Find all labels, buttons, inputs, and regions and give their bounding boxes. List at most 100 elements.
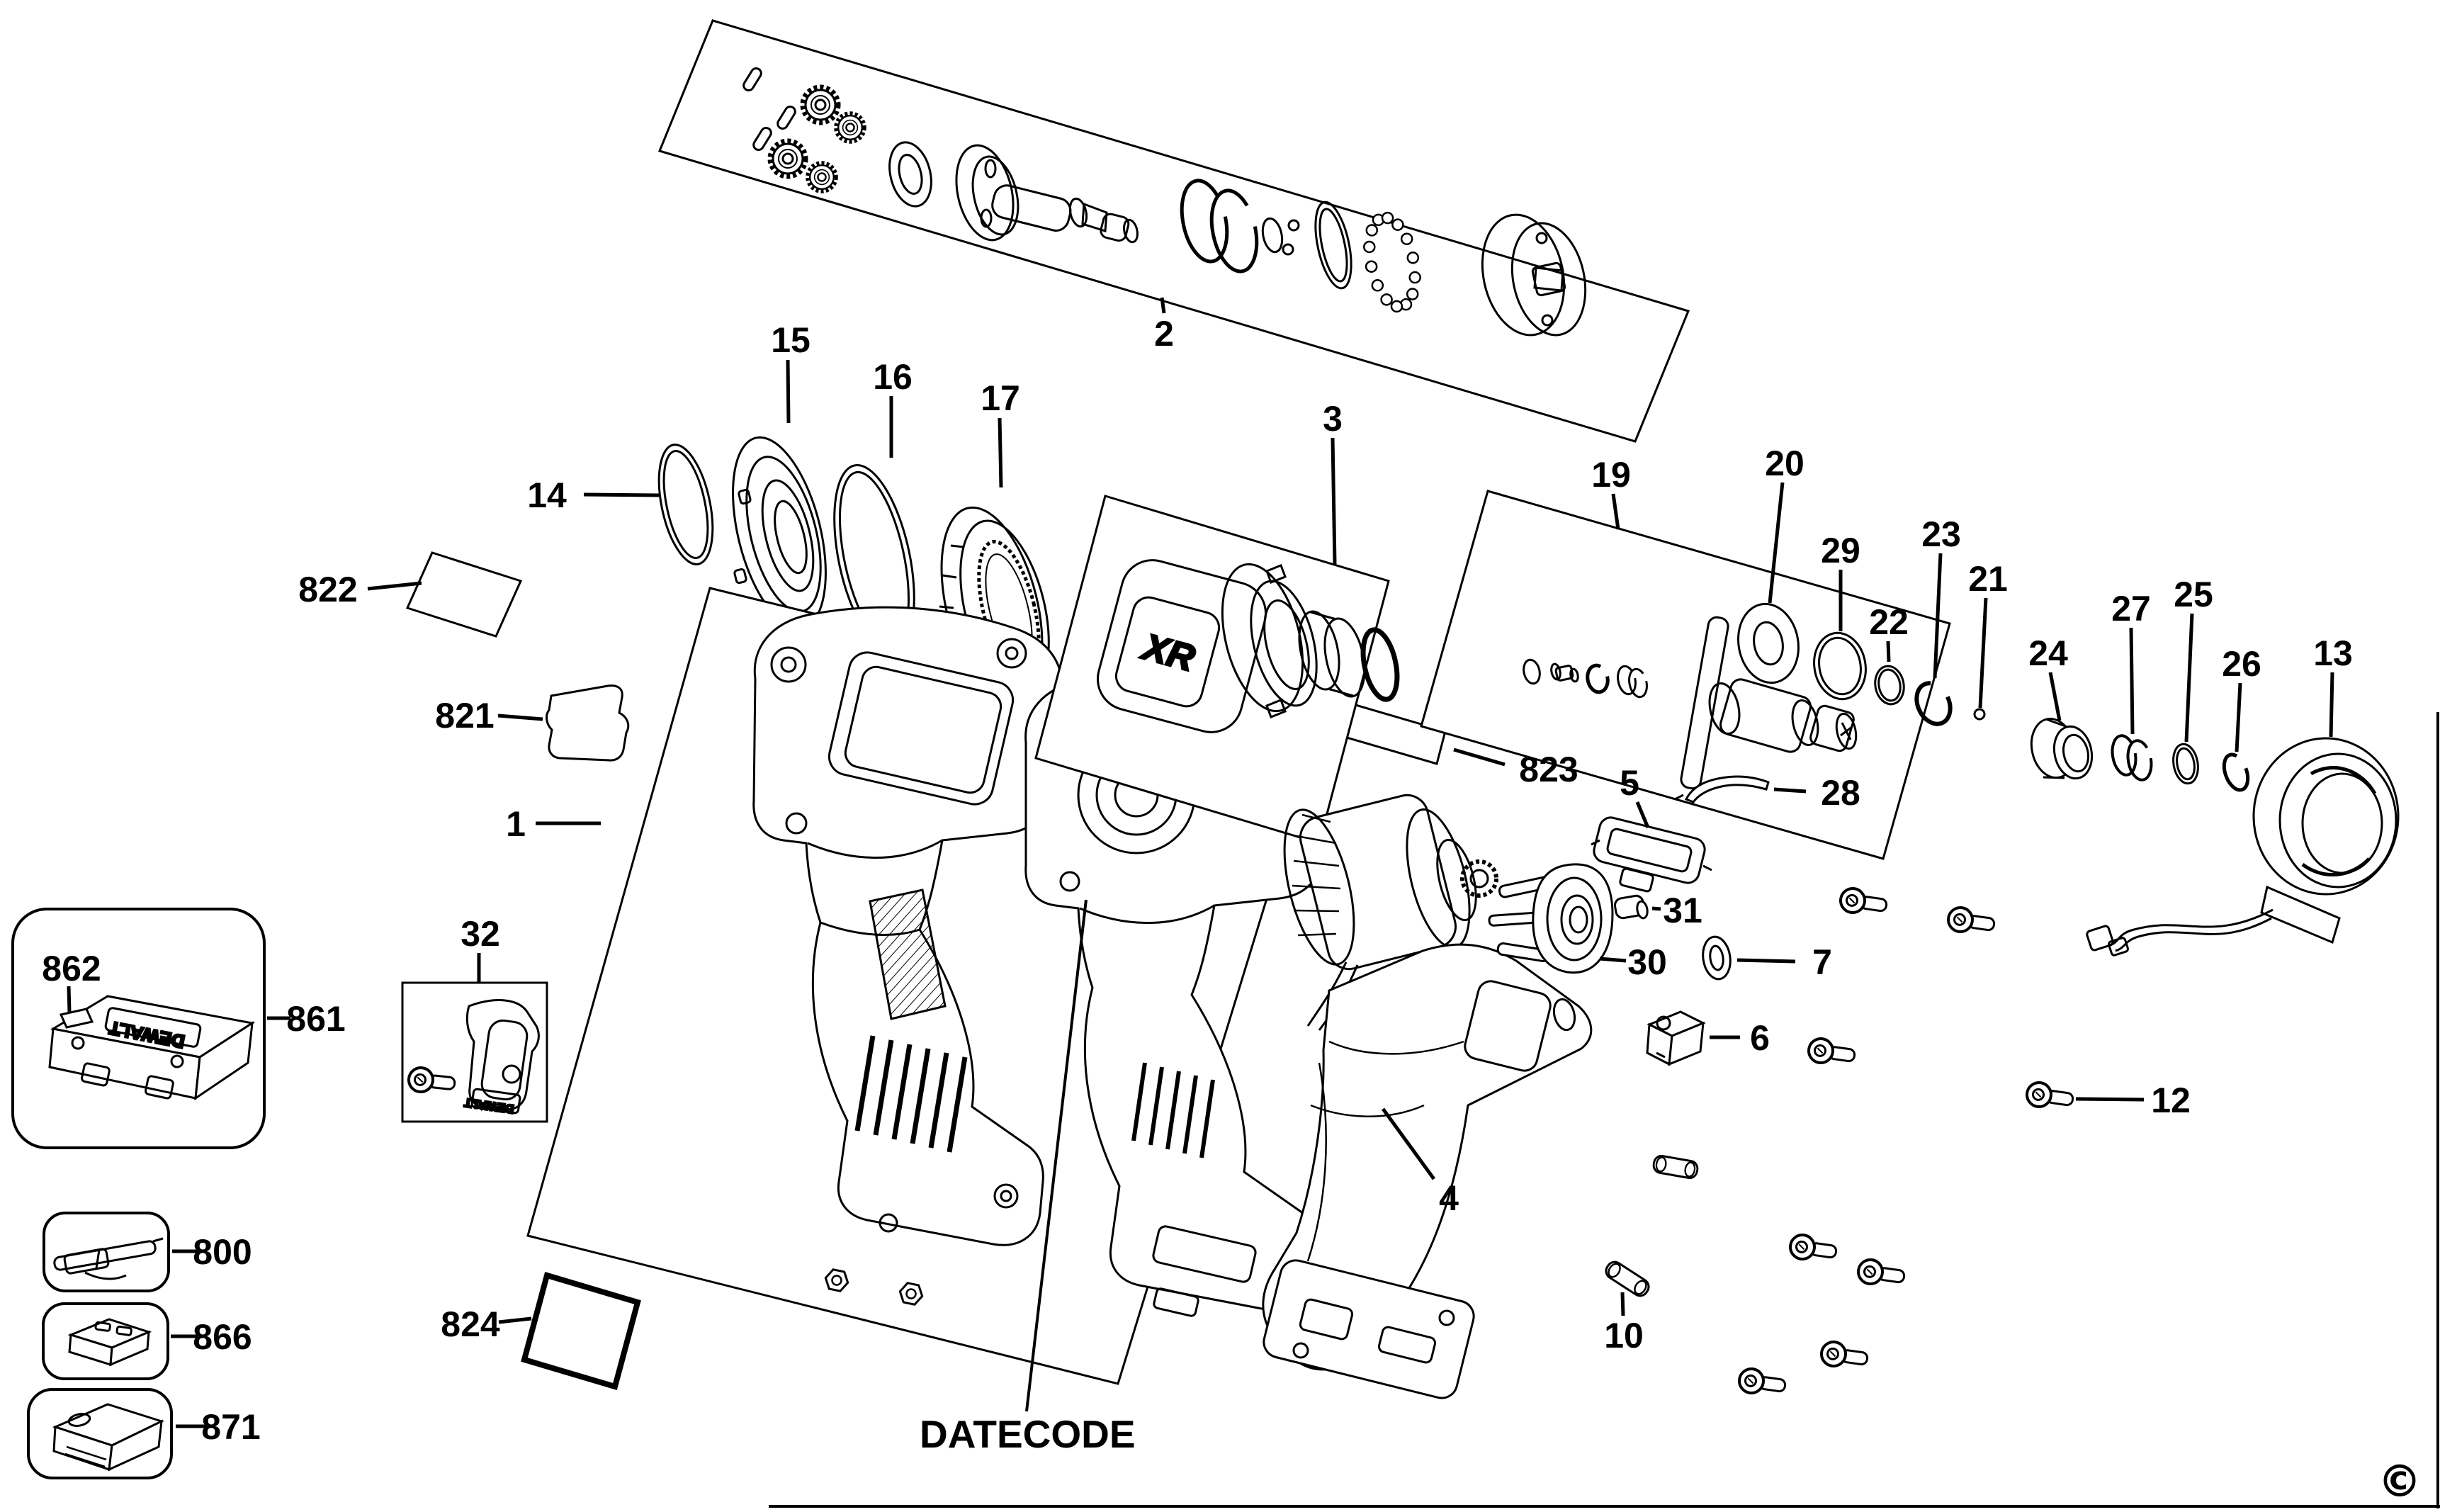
part-24-bushing bbox=[2030, 717, 2094, 780]
callout-25: 25 bbox=[2174, 575, 2213, 614]
callout-3: 3 bbox=[1323, 399, 1343, 439]
callout-24: 24 bbox=[2028, 633, 2068, 673]
part-2-gearset-box bbox=[657, 19, 1690, 443]
callout-27: 27 bbox=[2111, 589, 2151, 628]
leader-824 bbox=[498, 1316, 532, 1324]
leader-4 bbox=[1381, 1107, 1436, 1180]
leader-22 bbox=[1886, 641, 1891, 662]
steel-ball bbox=[1282, 243, 1294, 256]
planet-pins bbox=[742, 67, 796, 151]
callout-821: 821 bbox=[435, 696, 494, 735]
leader-7 bbox=[1736, 958, 1796, 964]
leader-12 bbox=[2075, 1097, 2145, 1102]
clutch-hub bbox=[1481, 213, 1587, 337]
leader-23 bbox=[1933, 553, 1943, 679]
leader-821 bbox=[497, 713, 543, 721]
part-23-retaining-clip bbox=[1914, 681, 1953, 726]
leader-27 bbox=[2129, 627, 2135, 735]
pin-0 bbox=[1651, 1153, 1700, 1180]
screw-3 bbox=[1787, 1231, 1839, 1265]
bearing-ball bbox=[1365, 224, 1379, 237]
switch-handle bbox=[1262, 943, 1593, 1399]
leader-19 bbox=[1611, 493, 1620, 530]
callout-7: 7 bbox=[1812, 942, 1832, 982]
pin-1 bbox=[1602, 1258, 1653, 1300]
battery-871 bbox=[52, 1403, 165, 1472]
leader-5 bbox=[1635, 801, 1650, 828]
anvil bbox=[1680, 616, 1858, 790]
bearing-ball bbox=[1363, 240, 1376, 254]
spacer-ring bbox=[1314, 201, 1352, 290]
part-824-warning-sticker bbox=[521, 1271, 641, 1391]
thrust-washer bbox=[888, 141, 932, 208]
callout-17: 17 bbox=[981, 378, 1020, 418]
anvil-spring bbox=[1617, 665, 1648, 699]
gearcase-o-ring bbox=[1360, 627, 1400, 702]
callout-15: 15 bbox=[771, 320, 810, 360]
screw-5 bbox=[1818, 1338, 1870, 1372]
bearing-ball bbox=[1391, 218, 1404, 231]
small-ring bbox=[1261, 217, 1284, 254]
callout-823: 823 bbox=[1519, 750, 1578, 789]
part-28-leaf-spring bbox=[1684, 775, 1770, 803]
part-5-module bbox=[1591, 816, 1712, 893]
callout-22: 22 bbox=[1869, 602, 1909, 642]
part-822-label-sticker bbox=[405, 551, 523, 638]
part-6-led-module bbox=[1646, 1010, 1706, 1066]
screw-7 bbox=[2023, 1079, 2076, 1113]
anvil-clip bbox=[1586, 663, 1610, 694]
bearing-ball bbox=[1380, 293, 1393, 306]
callout-19: 19 bbox=[1591, 455, 1631, 495]
bearing-ball bbox=[1381, 211, 1394, 225]
bearing-ball bbox=[1406, 288, 1419, 300]
steel-ball bbox=[1287, 219, 1300, 232]
leader-25 bbox=[2184, 613, 2194, 743]
part-800-box bbox=[43, 1212, 170, 1292]
callout-21: 21 bbox=[1968, 559, 2008, 599]
leader-30 bbox=[1599, 957, 1627, 963]
callout-822: 822 bbox=[298, 570, 357, 609]
part-22-o-ring bbox=[1874, 665, 1905, 706]
part-20-washer bbox=[1737, 602, 1800, 684]
callout-866: 866 bbox=[193, 1317, 252, 1357]
accessory-800 bbox=[53, 1237, 164, 1280]
bearing-ball bbox=[1365, 260, 1378, 273]
screw-6 bbox=[1736, 1365, 1788, 1399]
callout-12: 12 bbox=[2151, 1081, 2191, 1120]
part-25-o-ring bbox=[2172, 743, 2199, 785]
leader-24 bbox=[2048, 672, 2062, 721]
part-30-end-plate bbox=[1488, 863, 1614, 974]
part-14-o-ring bbox=[657, 444, 714, 565]
part-866-box bbox=[42, 1302, 169, 1380]
leader-15 bbox=[786, 359, 791, 424]
callout-862: 862 bbox=[42, 949, 101, 988]
callout-824: 824 bbox=[441, 1304, 500, 1344]
callout-6: 6 bbox=[1750, 1018, 1770, 1058]
detent-pin bbox=[1550, 662, 1579, 683]
part-7-washer bbox=[1702, 935, 1732, 981]
callout-16: 16 bbox=[873, 357, 913, 397]
screw-2 bbox=[1805, 1035, 1858, 1069]
leader-13 bbox=[2329, 672, 2334, 738]
callout-861: 861 bbox=[286, 999, 345, 1039]
part-19-anvil-box bbox=[1420, 490, 1951, 860]
callout-29: 29 bbox=[1821, 531, 1860, 570]
part-26-snap-ring bbox=[2222, 752, 2250, 792]
part-821-boot bbox=[546, 684, 630, 762]
leader-10 bbox=[1620, 1292, 1625, 1316]
copyright-symbol: © bbox=[2378, 1455, 2422, 1507]
leader-822 bbox=[367, 581, 422, 591]
bearing-ball bbox=[1408, 271, 1421, 284]
callout-20: 20 bbox=[1765, 444, 1804, 483]
callout-1: 1 bbox=[506, 804, 526, 844]
callout-31: 31 bbox=[1663, 891, 1702, 930]
ball-bearing-ring bbox=[1363, 211, 1421, 313]
clutch-springs bbox=[1180, 179, 1259, 273]
bearing-ball bbox=[1371, 279, 1384, 292]
leader-31 bbox=[1651, 906, 1661, 911]
leader-3 bbox=[1331, 437, 1337, 565]
part-21-ball bbox=[1973, 708, 1986, 721]
callout-32: 32 bbox=[461, 914, 500, 954]
callout-13: 13 bbox=[2313, 633, 2353, 673]
leader-17 bbox=[998, 417, 1003, 488]
